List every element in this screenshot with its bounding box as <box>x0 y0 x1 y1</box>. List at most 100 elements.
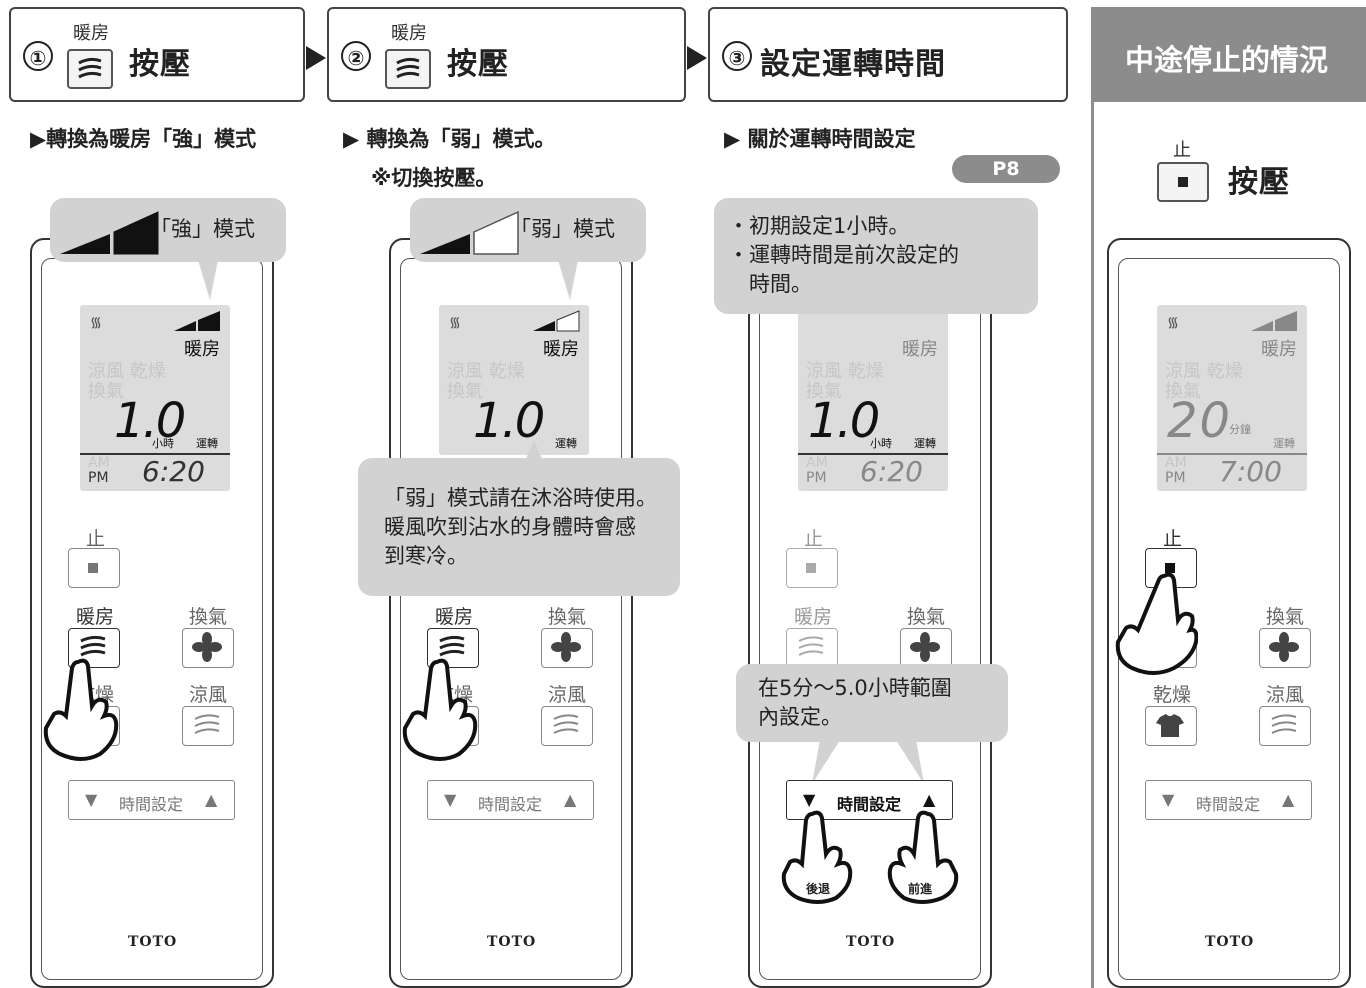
range-line-1: 在5分～5.0小時範圍 <box>758 676 952 700</box>
dry-label: 乾燥 <box>1153 684 1192 706</box>
range-line-2: 內設定。 <box>758 705 842 729</box>
strong-mode-bubble: 「強」模式 <box>50 198 286 262</box>
heater-key-icon <box>385 49 431 89</box>
brand-logo: TOTO <box>487 934 537 950</box>
time-up-icon[interactable]: ▲ <box>1282 790 1295 809</box>
vent-label: 換氣 <box>189 606 228 628</box>
time-setting-bar[interactable]: ▼ 時間設定 ▲ <box>1145 780 1312 820</box>
lcd-value: 1.0 <box>473 393 545 449</box>
pointing-hand-icon <box>402 658 478 761</box>
wifi-icon: ᯾ <box>1167 315 1179 331</box>
warning-line-1: 「弱」模式請在沐浴時使用。 <box>384 486 657 510</box>
step-number: ③ <box>722 41 752 71</box>
time-setting-label: 時間設定 <box>1196 795 1261 814</box>
time-setting-label: 時間設定 <box>478 795 543 814</box>
lcd-ghost-modes: 涼風 乾燥 <box>88 361 166 382</box>
cool-button[interactable] <box>541 706 593 746</box>
vent-label: 換氣 <box>548 606 587 628</box>
lcd-run: 運轉 <box>1273 437 1295 450</box>
time-down-icon[interactable]: ▼ <box>803 790 816 809</box>
stop-button[interactable] <box>68 548 120 588</box>
heater-level-icon <box>1249 309 1299 337</box>
heat-label: 暖房 <box>435 606 474 628</box>
bubble-pointer <box>558 260 578 300</box>
forward-label: 前進 <box>908 882 933 896</box>
heat-button[interactable] <box>786 628 838 668</box>
cool-button[interactable] <box>1259 706 1311 746</box>
button-caption: 暖房 <box>73 23 109 44</box>
cool-label: 涼風 <box>1266 684 1305 706</box>
dry-button[interactable] <box>1145 706 1197 746</box>
side-header: 中途停止的情況 <box>1091 7 1366 102</box>
step-3-note: ▶ 關於運轉時間設定 <box>724 127 916 151</box>
lcd-clock: 6:20 <box>860 455 923 488</box>
wifi-icon: ᯾ <box>449 315 461 331</box>
vent-button[interactable] <box>900 628 952 668</box>
time-down-icon[interactable]: ▼ <box>85 790 98 809</box>
lcd-ghost-vent: 換氣 <box>806 381 842 402</box>
remote-face-4 <box>1118 258 1340 980</box>
pointing-hand-icon <box>43 658 119 761</box>
lcd-ghost-vent: 換氣 <box>1165 381 1201 402</box>
time-up-icon[interactable]: ▲ <box>205 790 218 809</box>
lcd-divider <box>80 453 230 455</box>
heater-key-icon <box>67 49 113 89</box>
stop-key-icon <box>1157 162 1209 202</box>
pointing-hand-back-icon <box>781 810 853 904</box>
stop-button[interactable] <box>786 548 838 588</box>
lcd-ghost-vent: 換氣 <box>88 381 124 402</box>
step-action: 按壓 <box>129 47 191 82</box>
time-setting-bar[interactable]: ▼ 時間設定 ▲ <box>427 780 594 820</box>
page-ref-label[interactable]: P8 <box>992 158 1020 180</box>
lcd-mode-heat: 暖房 <box>543 339 579 360</box>
bubble-pointer <box>812 740 924 784</box>
cool-button[interactable] <box>182 706 234 746</box>
time-setting-bar[interactable]: ▼ 時間設定 ▲ <box>68 780 235 820</box>
step-1-note: ▶轉換為暖房「強」模式 <box>30 127 257 151</box>
lcd-am: AM <box>1165 455 1187 471</box>
weak-warning-bubble: 「弱」模式請在沐浴時使用。 暖風吹到沾水的身體時會感 到寒冷。 <box>358 458 680 596</box>
initial-line-1: ・初期設定1小時。 <box>728 214 910 238</box>
step-number: ① <box>23 41 53 71</box>
step-1-box: ① 暖房 按壓 <box>9 7 305 102</box>
lcd-mode-heat: 暖房 <box>184 339 220 360</box>
lcd-divider <box>1157 453 1307 455</box>
vent-button[interactable] <box>541 628 593 668</box>
heater-level-strong-icon <box>172 309 222 337</box>
lcd-pm: PM <box>1165 470 1186 486</box>
lcd-run: 運轉 <box>196 437 218 450</box>
step-number: ② <box>341 41 371 71</box>
strong-mode-label: 「強」模式 <box>150 217 255 241</box>
pointing-hand-forward-icon <box>887 810 959 904</box>
lcd-pm: PM <box>806 470 827 486</box>
lcd-run: 運轉 <box>914 437 936 450</box>
warning-line-3: 到寒冷。 <box>384 544 468 568</box>
step-2-note-sub: ※切換按壓。 <box>371 166 497 190</box>
step-title: 設定運轉時間 <box>760 47 946 82</box>
remote-control-2 <box>389 238 633 988</box>
time-up-icon[interactable]: ▲ <box>923 790 936 809</box>
side-header-title: 中途停止的情況 <box>1125 43 1329 77</box>
range-bubble: 在5分～5.0小時範圍 內設定。 <box>736 664 1008 742</box>
lcd-am: AM <box>806 455 828 471</box>
side-divider <box>1091 102 1094 988</box>
vent-label: 換氣 <box>907 606 946 628</box>
cool-label: 涼風 <box>189 684 228 706</box>
lcd-ghost-modes: 涼風 乾燥 <box>1165 361 1243 382</box>
heater-level-weak-icon <box>531 309 581 337</box>
time-down-icon[interactable]: ▼ <box>444 790 457 809</box>
heat-label: 暖房 <box>76 606 115 628</box>
lcd-display-3: 暖房 涼風 乾燥 換氣 1.0 小時 運轉 AM PM 6:20 <box>798 305 948 491</box>
heat-label: 暖房 <box>794 606 833 628</box>
vent-button[interactable] <box>1259 628 1311 668</box>
lcd-display-2: ᯾ 暖房 涼風 乾燥 換氣 1.0 運轉 <box>439 305 589 455</box>
bubble-pointer <box>198 260 218 300</box>
arrow-right-icon <box>687 46 707 70</box>
time-down-icon[interactable]: ▼ <box>1162 790 1175 809</box>
step-action: 按壓 <box>447 47 509 82</box>
lcd-value: 1.0 <box>808 393 880 449</box>
page-ref-badge[interactable]: P8 <box>952 155 1060 183</box>
lcd-display-4: ᯾ 暖房 涼風 乾燥 換氣 20 分鐘 運轉 AM PM 7:00 <box>1157 305 1307 491</box>
time-up-icon[interactable]: ▲ <box>564 790 577 809</box>
vent-button[interactable] <box>182 628 234 668</box>
